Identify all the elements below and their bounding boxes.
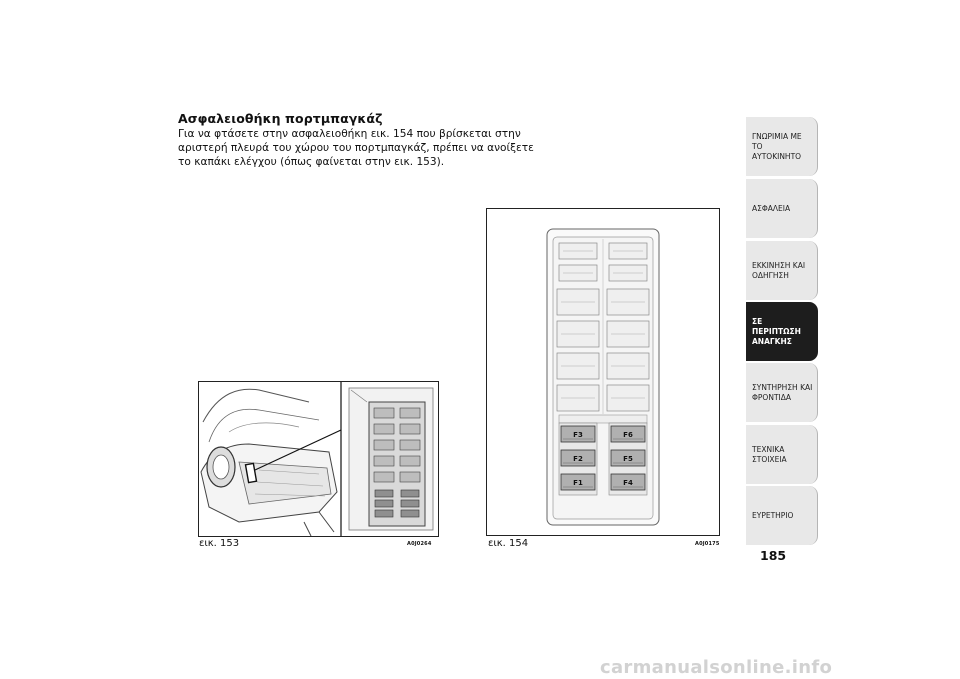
tab-technical-data[interactable]: ΤΕΧΝΙΚΑ ΣΤΟΙΧΕΙΑ xyxy=(746,425,818,484)
fuse-label: F3 xyxy=(573,431,583,439)
fuse-body xyxy=(560,473,596,491)
fuse-f1: F1 xyxy=(560,473,596,491)
section-heading: Ασφαλειοθήκη πορτμπαγκάζ xyxy=(178,111,383,126)
tab-maintenance[interactable]: ΣΥΝΤΗΡΗΣΗ ΚΑΙ ΦΡΟΝΤΙΔΑ xyxy=(746,363,818,422)
fuse-f6: F6 xyxy=(610,425,646,443)
tab-label: ΓΝΩΡΙΜΙΑ ΜΕ ΤΟ ΑΥΤΟΚΙΝΗΤΟ xyxy=(752,131,802,161)
figure-154-caption: εικ. 154 xyxy=(488,538,529,549)
body-line: Για να φτάσετε στην ασφαλειοθήκη εικ. 15… xyxy=(178,128,521,140)
fuse-label: F4 xyxy=(623,479,633,487)
fuse-body xyxy=(610,473,646,491)
tab-starting-driving[interactable]: ΕΚΚΙΝΗΣΗ ΚΑΙ ΟΔΗΓΗΣΗ xyxy=(746,241,818,300)
tab-label: ΕΥΡΕΤΗΡΙΟ xyxy=(752,510,794,520)
fuse-label: F1 xyxy=(573,479,583,487)
tab-label: ΕΚΚΙΝΗΣΗ ΚΑΙ ΟΔΗΓΗΣΗ xyxy=(752,260,806,280)
tab-index[interactable]: ΕΥΡΕΤΗΡΙΟ xyxy=(746,486,818,545)
tab-label: ΤΕΧΝΙΚΑ ΣΤΟΙΧΕΙΑ xyxy=(752,444,787,464)
page-number: 185 xyxy=(760,548,787,563)
fuse-f4: F4 xyxy=(610,473,646,491)
tab-safety[interactable]: ΑΣΦΑΛΕΙΑ xyxy=(746,179,818,238)
fuse-body xyxy=(560,449,596,467)
figure-153-code: A0J0264 xyxy=(407,541,432,547)
fuse-body xyxy=(610,425,646,443)
fuse-f5: F5 xyxy=(610,449,646,467)
figure-154-code: A0J0175 xyxy=(695,541,720,547)
fuse-label: F5 xyxy=(623,455,633,463)
tab-emergency[interactable]: ΣΕ ΠΕΡΙΠΤΩΣΗ ΑΝΑΓΚΗΣ xyxy=(746,302,818,361)
figure-153-caption: εικ. 153 xyxy=(199,538,240,549)
tab-label: ΣΕ ΠΕΡΙΠΤΩΣΗ ΑΝΑΓΚΗΣ xyxy=(752,316,801,346)
fuse-f2: F2 xyxy=(560,449,596,467)
body-line: το καπάκι ελέγχου (όπως φαίνεται στην ει… xyxy=(178,156,445,168)
watermark: carmanualsonline.info xyxy=(600,657,833,678)
tab-getting-to-know[interactable]: ΓΝΩΡΙΜΙΑ ΜΕ ΤΟ ΑΥΤΟΚΙΝΗΤΟ xyxy=(746,117,818,176)
fuse-body xyxy=(610,449,646,467)
fuse-label: F2 xyxy=(573,455,583,463)
tab-label: ΑΣΦΑΛΕΙΑ xyxy=(752,203,791,213)
figure-153-illustration xyxy=(198,381,439,537)
section-body: Για να φτάσετε στην ασφαλειοθήκη εικ. 15… xyxy=(178,127,534,169)
fuse-label: F6 xyxy=(623,431,633,439)
body-line: αριστερή πλευρά του χώρου του πορτμπαγκά… xyxy=(178,142,534,154)
fuse-body xyxy=(560,425,596,443)
fuse-f3: F3 xyxy=(560,425,596,443)
tab-label: ΣΥΝΤΗΡΗΣΗ ΚΑΙ ΦΡΟΝΤΙΔΑ xyxy=(752,382,813,402)
car-trunk-drawing xyxy=(200,382,434,537)
